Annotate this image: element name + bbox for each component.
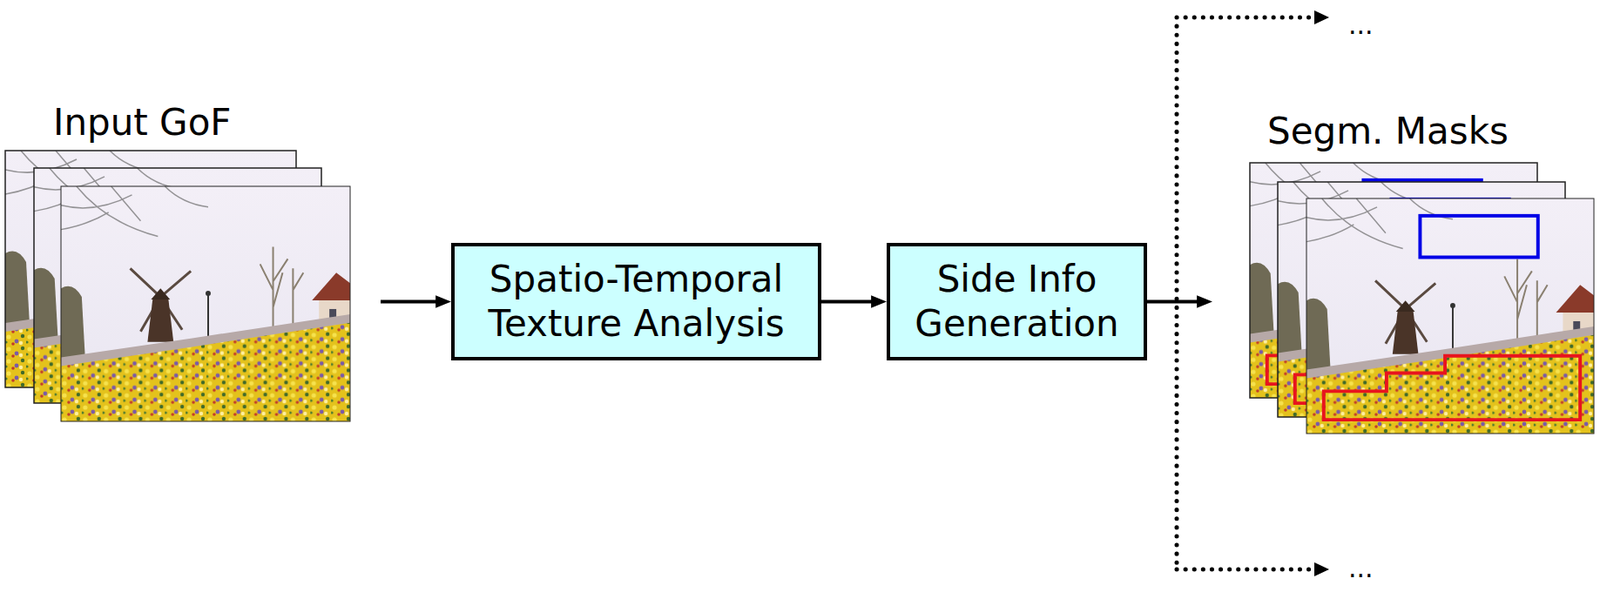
process-box: Side Info Generation bbox=[886, 243, 1148, 361]
video-frame bbox=[1306, 198, 1594, 434]
flow-arrow bbox=[1147, 300, 1206, 304]
video-frame bbox=[60, 186, 351, 422]
continuation-mark: ... bbox=[1348, 553, 1374, 585]
continuation-mark: ... bbox=[1348, 10, 1374, 41]
mask-frames bbox=[1249, 162, 1594, 434]
frame-border bbox=[1306, 198, 1594, 434]
box-text: Side Info Generation bbox=[900, 257, 1134, 346]
frame-stack: Input GoF bbox=[5, 95, 351, 422]
frame-stack: Segm. Masks bbox=[1249, 104, 1594, 434]
box-text: Spatio-Temporal Texture Analysis bbox=[465, 257, 808, 346]
flow-arrow bbox=[821, 300, 880, 304]
mask-overlay bbox=[1323, 216, 1580, 420]
dotted-line bbox=[1176, 17, 1316, 570]
dotted-branches bbox=[1176, 10, 1330, 577]
frame-border bbox=[60, 186, 351, 422]
input-frames bbox=[5, 150, 351, 422]
figure-caption: Input GoF bbox=[53, 101, 232, 145]
figure-caption: Segm. Masks bbox=[1267, 109, 1509, 154]
arrow-head bbox=[1314, 10, 1330, 25]
process-box: Spatio-Temporal Texture Analysis bbox=[451, 243, 822, 361]
flow-arrow bbox=[380, 300, 445, 304]
arrow-head bbox=[1314, 562, 1330, 577]
